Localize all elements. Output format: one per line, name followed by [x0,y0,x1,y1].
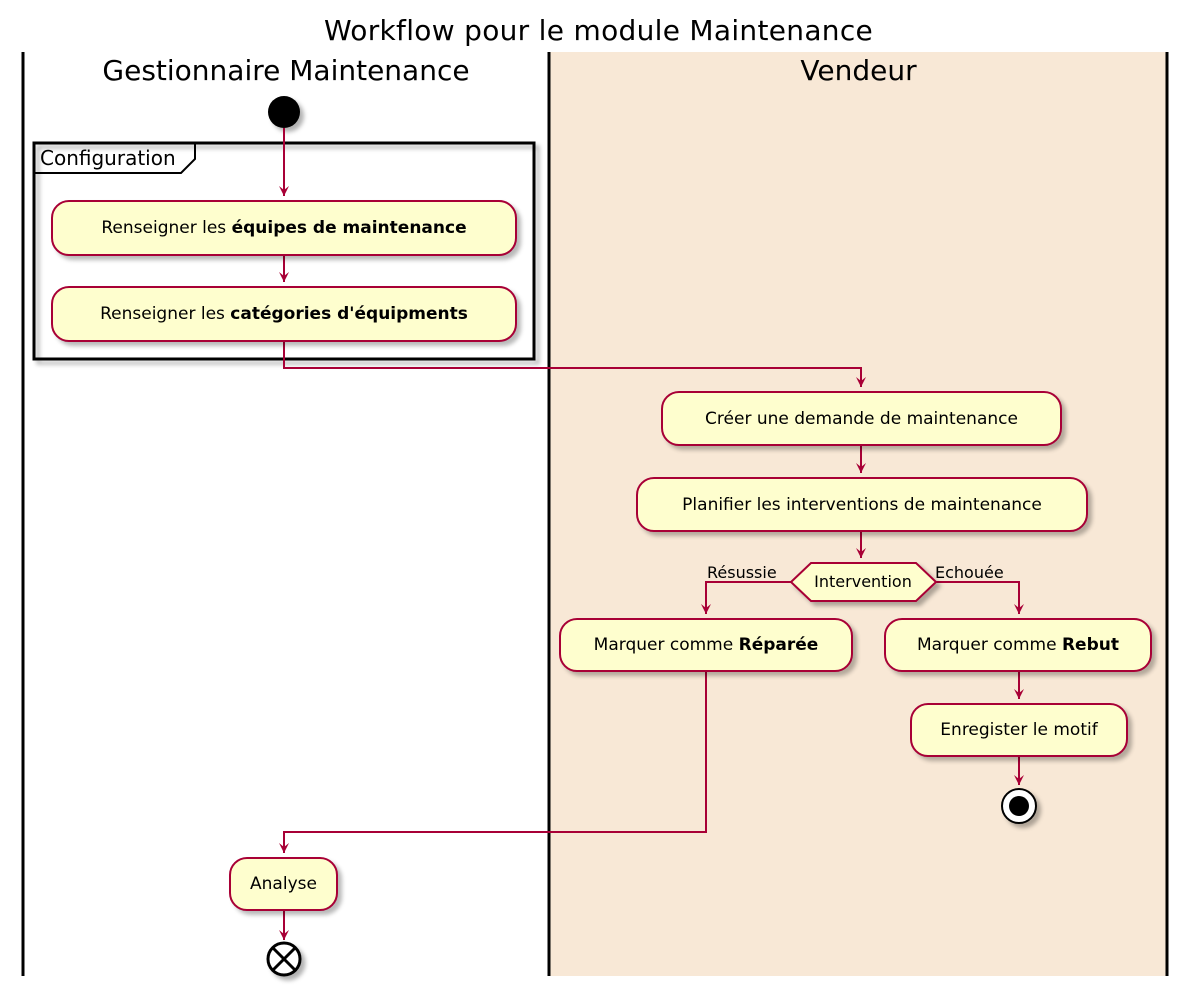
activity-categories-prefix: Renseigner les [100,304,231,324]
activity-rebut-prefix: Marquer comme [917,635,1062,655]
activity-demande-text: Créer une demande de maintenance [705,408,1018,429]
stop-node-inner [1009,796,1029,816]
start-node [268,96,300,128]
decision-yes-label: Résussie [707,563,777,582]
decision-no-label: Echouée [935,563,1004,582]
diagram-title: Workflow pour le module Maintenance [323,14,874,47]
activity-analyse-text: Analyse [250,874,317,894]
activity-planifier-text: Planifier les interventions de maintenan… [682,494,1042,515]
edge-categories-to-demande [283,342,866,387]
activity-motif-text: Enregister le motif [940,720,1098,740]
activity-analyse: Analyse [229,857,338,911]
activity-rebut-bold: Rebut [1061,635,1119,655]
activity-equipes-bold: équipes de maintenance [231,218,467,238]
edge-decision-to-rebut [936,581,1024,614]
decision-hexagon [789,562,938,602]
lane-title-vendeur: Vendeur [800,54,917,87]
configuration-group-label: Configuration [40,146,176,170]
end-node-cross-2 [271,946,297,972]
configuration-group-tab [34,142,196,174]
activity-marquer-rebut: Marquer comme Rebut [884,618,1152,672]
decision-label: Intervention [814,572,912,591]
activity-creer-demande: Créer une demande de maintenance [661,391,1062,446]
activity-planifier-interventions: Planifier les interventions de maintenan… [636,477,1088,532]
lane-title-gestionnaire: Gestionnaire Maintenance [102,54,470,87]
edge-decision-to-reparee [701,581,791,614]
activity-categories-equipements: Renseigner les catégories d'équipments [51,286,517,342]
activity-equipes-maintenance: Renseigner les équipes de maintenance [51,200,517,256]
activity-equipes-prefix: Renseigner les [101,218,232,238]
activity-reparee-prefix: Marquer comme [593,635,739,655]
activity-enregister-motif: Enregister le motif [910,703,1128,757]
activity-marquer-reparee: Marquer comme Réparée [559,618,853,672]
activity-reparee-bold: Réparée [738,635,819,655]
activity-categories-bold: catégories d'équipments [230,304,468,324]
edge-reparee-to-analyse [279,670,707,853]
